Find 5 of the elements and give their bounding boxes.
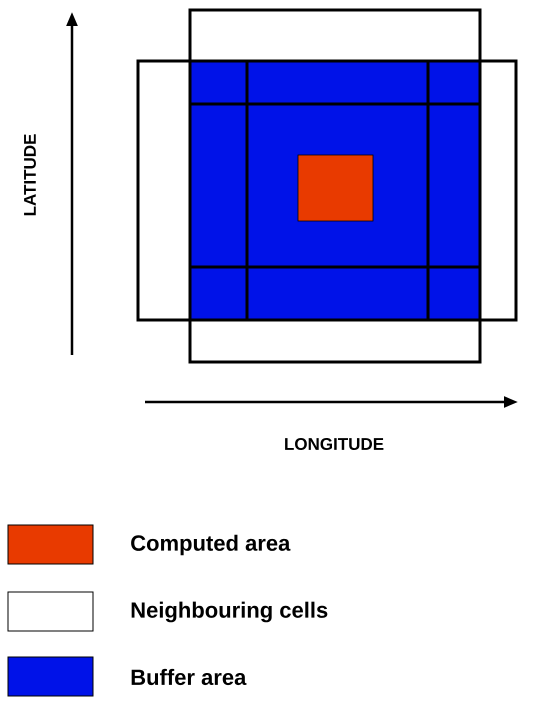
legend-label: Buffer area — [132, 668, 246, 686]
legend-label: Computed area — [131, 534, 290, 556]
axis-label: LATITUDE — [24, 134, 36, 216]
legend-label: Neighbouring cells — [132, 602, 328, 622]
axis-label: LONGITUDE — [285, 438, 384, 450]
